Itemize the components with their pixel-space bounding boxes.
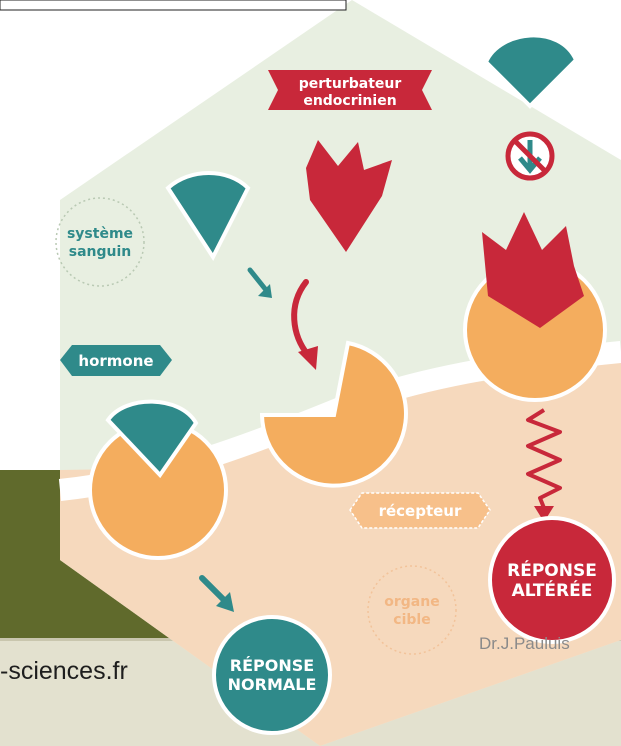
organe-label-line2: cible (393, 612, 430, 628)
systeme-label-line1: système (67, 226, 133, 242)
systeme-label-line2: sanguin (69, 244, 132, 260)
organe-label-line1: organe (384, 594, 439, 610)
footer-author-credit: Dr.J.Pauluis (479, 634, 570, 654)
recepteur-label: récepteur (379, 502, 462, 520)
perturbateur-label-line1: perturbateur (299, 76, 402, 92)
reponse-alteree-line2: ALTÉRÉE (512, 579, 593, 601)
reponse-normale-line1: RÉPONSE (230, 656, 314, 675)
reponse-normale-line2: NORMALE (228, 675, 317, 694)
perturbateur-label-line2: endocrinien (303, 93, 396, 109)
footer-site-text: -sciences.fr (0, 651, 128, 691)
reponse-alteree-line1: RÉPONSE (507, 559, 597, 581)
hormone-label: hormone (78, 352, 153, 370)
callout-box (0, 0, 346, 10)
